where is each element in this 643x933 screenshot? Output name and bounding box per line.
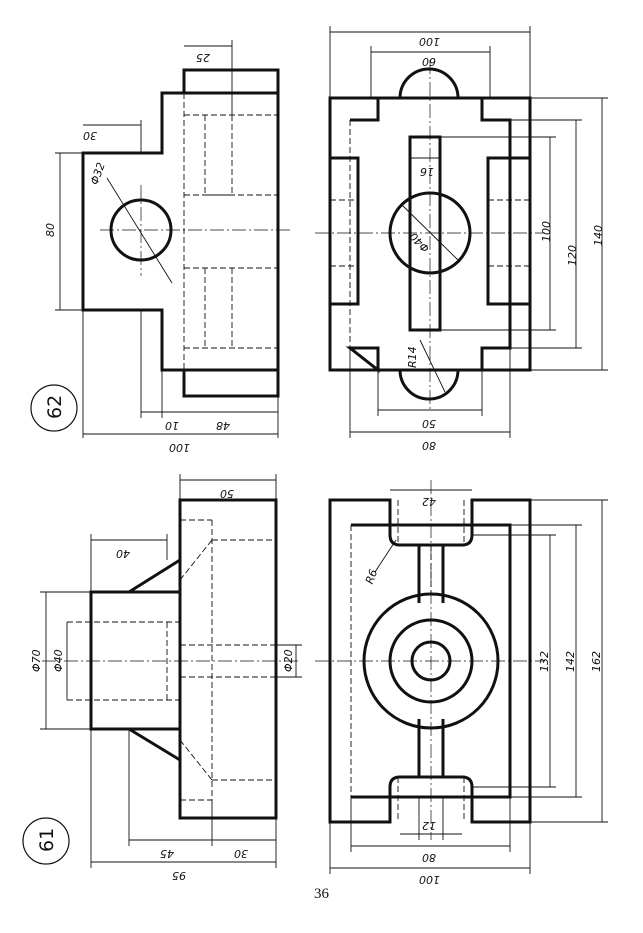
- p62-dim-120: 120: [566, 245, 579, 266]
- p62-dim-25: 25: [196, 51, 210, 64]
- p61-hidden-line: [179, 539, 213, 581]
- p62-dim-100: 100: [169, 441, 190, 454]
- p62-dim-100-top: 100: [419, 35, 440, 48]
- p61-dim-phi40: Φ40: [52, 649, 65, 672]
- p62-top-ears: [398, 67, 460, 401]
- p61-dim-95: 95: [172, 869, 186, 882]
- p61-leader-R6: [374, 539, 397, 573]
- p61-dim-40: 40: [116, 547, 130, 560]
- p61-dim-45: 45: [160, 847, 174, 860]
- p61-front-boss: [89, 590, 182, 731]
- p61-front-view: 50 40 Φ70 Φ40 Φ20 45 30 95: [30, 474, 302, 882]
- p62-top-view: 100 60 16 Φ40 100 120 140 R14 50 80: [315, 26, 608, 452]
- p62-dim-50: 50: [422, 417, 436, 430]
- p62-front-view: 30 25 80 Φ32 10 48 100: [44, 40, 290, 454]
- p62-dim-100: 100: [540, 221, 553, 242]
- p61-dim-142: 142: [564, 651, 577, 672]
- p62-leader-R14: [419, 339, 446, 393]
- p62-dim-60: 60: [422, 55, 436, 68]
- p62-top-slot: [408, 135, 442, 332]
- p61-dim-phi20: Φ20: [282, 649, 295, 672]
- p62-label-text: 62: [44, 395, 66, 419]
- p61-dim-132: 132: [538, 651, 551, 672]
- p62-leader-phi40: [401, 204, 461, 263]
- p61-dim-162: 162: [590, 651, 603, 672]
- p62-leader-phi32: [106, 177, 173, 284]
- p61-dim-R6: R6: [363, 568, 380, 586]
- p61-front-body: [178, 498, 278, 820]
- p61-label-circle: [22, 817, 70, 865]
- p61-dim-80: 80: [422, 851, 436, 864]
- p61-dim-42: 42: [422, 495, 436, 508]
- p62-dim-30: 30: [83, 129, 97, 142]
- p62-dim-phi32: Φ32: [88, 161, 108, 187]
- p62-top-right-block: [486, 156, 532, 306]
- p62-label: 62: [30, 384, 78, 432]
- p62-label-circle: [30, 384, 78, 432]
- p61-dim-phi70: Φ70: [30, 649, 43, 672]
- p61-hidden-line: [179, 739, 213, 781]
- p62-dim-16: 16: [420, 165, 434, 178]
- p62-dim-140: 140: [592, 225, 605, 246]
- p61-dim-100: 100: [419, 873, 440, 886]
- p61-top-view: 42 R6 132 142 162 12 80 100: [315, 480, 608, 886]
- p61-label-text: 61: [36, 828, 58, 852]
- p61-dim-30: 30: [234, 847, 248, 860]
- p62-dim-80: 80: [44, 223, 57, 237]
- p61-dim-12: 12: [422, 819, 436, 832]
- page-number: 36: [314, 886, 329, 902]
- p62-dim-R14: R14: [406, 346, 419, 368]
- p62-dim-10: 10: [165, 419, 179, 432]
- p61-dim-50: 50: [220, 487, 234, 500]
- p62-dim-80: 80: [422, 439, 436, 452]
- p62-top-left-block: [328, 156, 360, 306]
- p61-front-rib: [128, 558, 181, 762]
- p62-dim-48: 48: [216, 419, 230, 432]
- p61-label: 61: [22, 817, 70, 865]
